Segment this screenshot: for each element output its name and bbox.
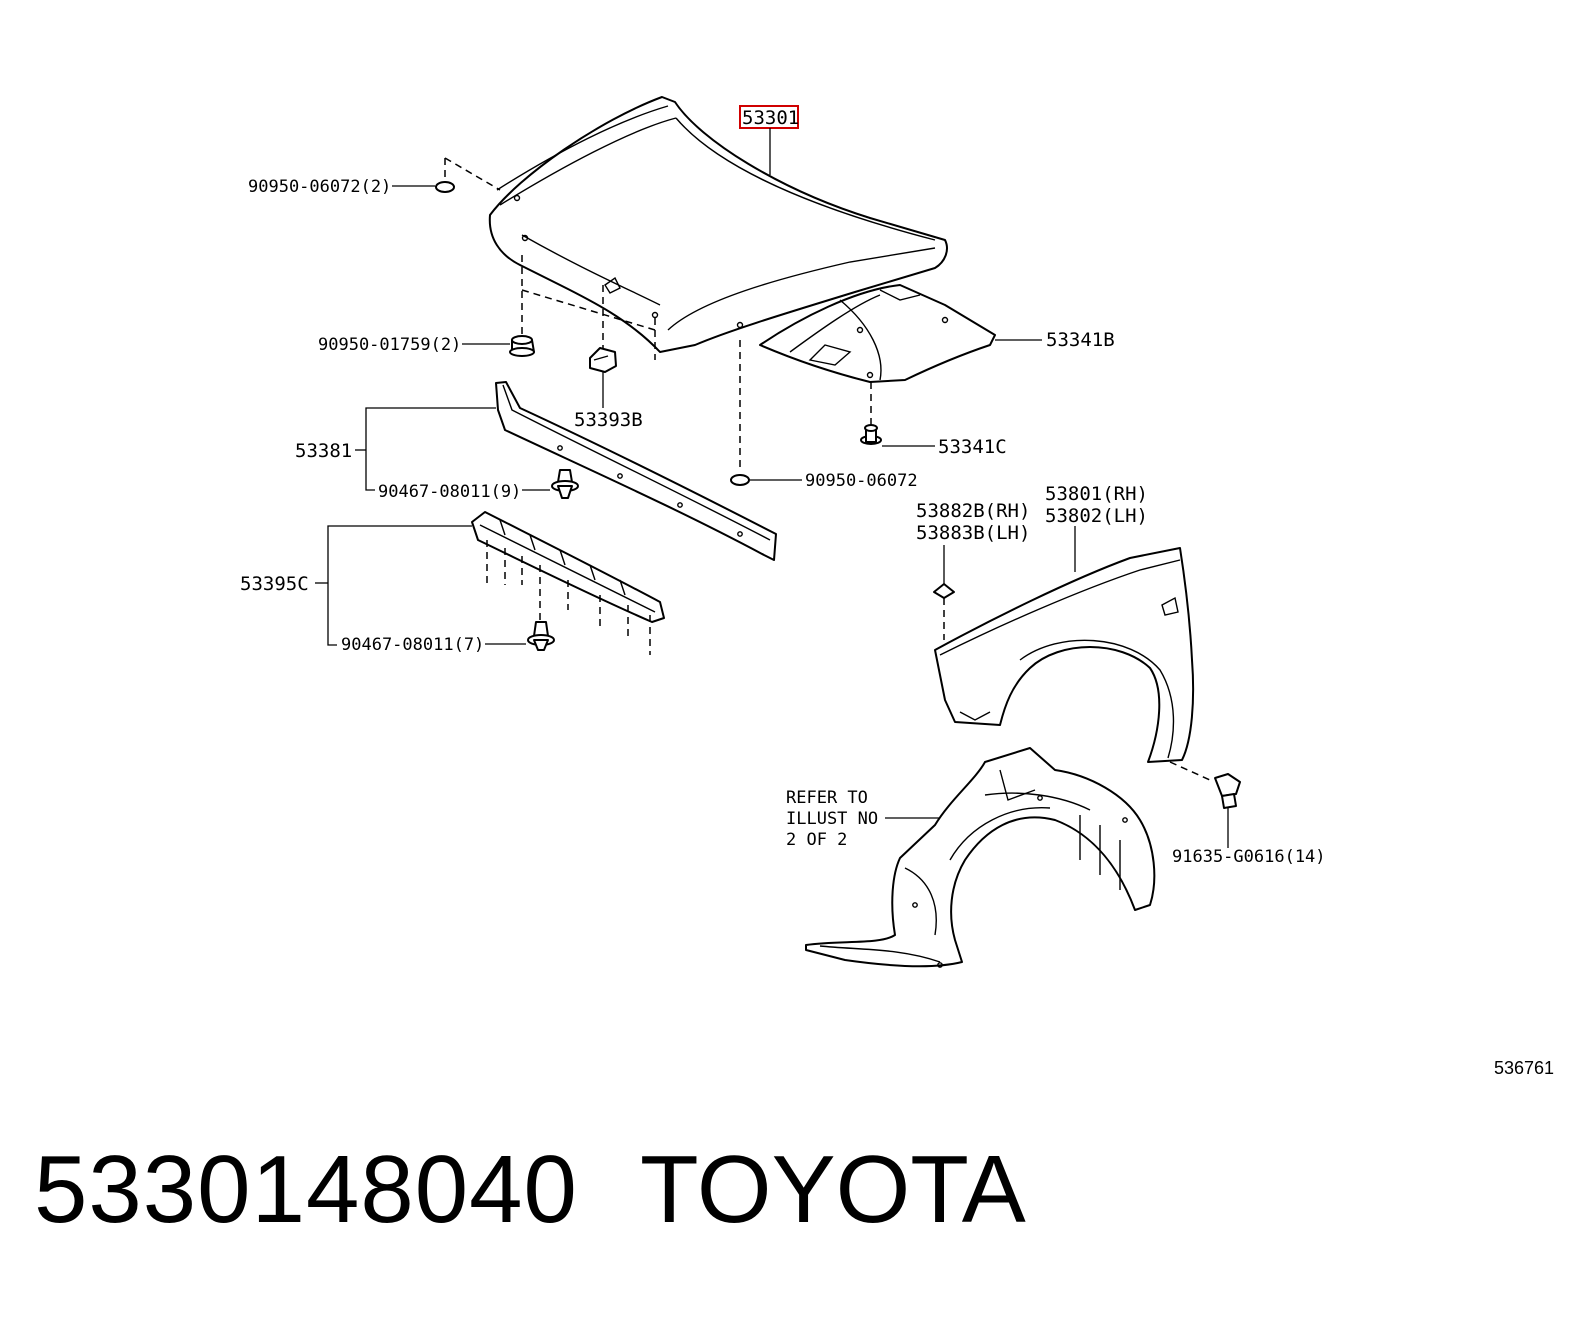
plug-lower-part[interactable] (730, 474, 750, 486)
plug-lower-label[interactable]: 90950-06072 (805, 471, 918, 491)
refer-line1: REFER TO (786, 788, 868, 808)
plug-hood-label[interactable]: 90950-06072(2) (248, 177, 391, 197)
hood-label-highlight (739, 105, 799, 129)
plug-hood-part[interactable] (435, 181, 455, 193)
fender-plate-lh-label[interactable]: 53883B(LH) (916, 522, 1030, 544)
footer-part-number: 5330148040 (34, 1136, 578, 1243)
lower-seal-clip-part[interactable] (527, 621, 555, 651)
insulator-label[interactable]: 53341B (1046, 329, 1115, 351)
hood-panel[interactable] (488, 96, 948, 353)
front-seal-part[interactable] (495, 381, 777, 561)
stay-holder-label[interactable]: 53393B (574, 409, 643, 431)
footer-brand: TOYOTA (640, 1136, 1026, 1243)
fender-plate-part[interactable] (933, 583, 955, 599)
cushion-label[interactable]: 90950-01759(2) (318, 335, 461, 355)
fender-plate-rh-label[interactable]: 53882B(RH) (916, 500, 1030, 522)
front-seal-clip-part[interactable] (551, 469, 579, 499)
fender-rh-label[interactable]: 53801(RH) (1045, 483, 1148, 505)
illustration-number: 536761 (1494, 1058, 1555, 1078)
fender-lh-label[interactable]: 53802(LH) (1045, 505, 1148, 527)
insulator-clip-part[interactable] (860, 424, 882, 445)
hood-label[interactable]: 53301 (742, 107, 799, 129)
cushion-part[interactable] (509, 335, 535, 357)
fender-part[interactable] (934, 547, 1195, 763)
lower-seal-label[interactable]: 53395C (240, 573, 309, 595)
insulator-clip-label[interactable]: 53341C (938, 436, 1007, 458)
bolt-part[interactable] (1214, 773, 1241, 809)
front-seal-clip-label[interactable]: 90467-08011(9) (378, 482, 521, 502)
lower-seal-part[interactable] (471, 511, 665, 623)
fender-liner-part[interactable] (805, 747, 1156, 968)
stay-holder-part[interactable] (589, 347, 617, 373)
refer-line2: ILLUST NO (786, 809, 878, 829)
lower-seal-clip-label[interactable]: 90467-08011(7) (341, 635, 484, 655)
bolt-label[interactable]: 91635-G0616(14) (1172, 847, 1326, 867)
refer-line3: 2 OF 2 (786, 830, 847, 850)
front-seal-label[interactable]: 53381 (295, 440, 352, 462)
insulator-part[interactable] (759, 284, 996, 383)
